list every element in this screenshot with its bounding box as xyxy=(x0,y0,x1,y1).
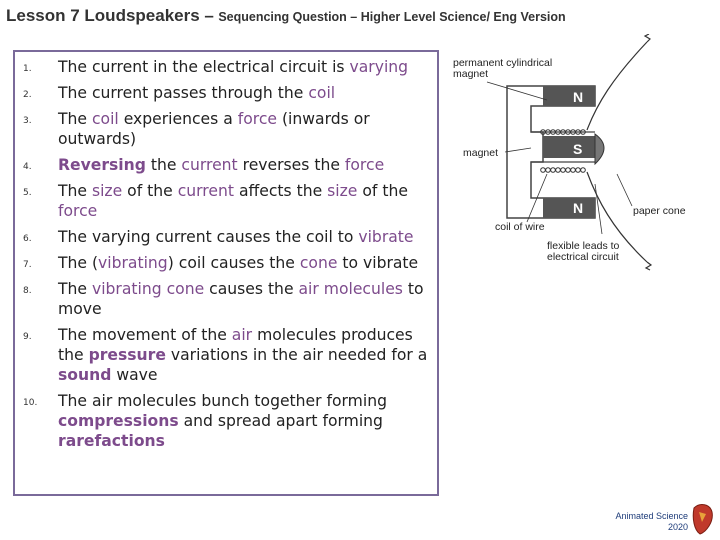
sequence-list: 1. The current in the electrical circuit … xyxy=(15,57,428,457)
sequence-text: The xyxy=(58,182,92,200)
title-main: Lesson 7 Loudspeakers – xyxy=(6,6,214,25)
coil-of-wire xyxy=(540,129,586,173)
label-permanent-magnet: permanent cylindrical magnet xyxy=(453,57,553,80)
pole-label-mid: S xyxy=(573,141,583,157)
keyword: coil xyxy=(308,84,336,102)
page-title: Lesson 7 Loudspeakers – Sequencing Quest… xyxy=(6,6,706,26)
title-subtitle: Sequencing Question – Higher Level Scien… xyxy=(218,10,566,24)
keyword: cone xyxy=(299,254,338,272)
keyword: Reversing xyxy=(58,156,146,174)
sequence-text: The current in the electrical circuit is xyxy=(58,58,350,76)
keyword: current xyxy=(181,156,238,174)
loudspeaker-diagram: N S N permanent cylindrical magnet magne… xyxy=(447,34,717,274)
keyword: force xyxy=(237,110,278,128)
sequence-text: molecules produces the xyxy=(58,326,413,364)
keyword: current xyxy=(177,182,234,200)
label-paper-cone: paper cone xyxy=(633,205,686,217)
sequence-text: to move xyxy=(58,280,424,318)
pole-bot-block xyxy=(543,198,595,218)
credit-year: 2020 xyxy=(667,522,688,532)
sequence-number: 6. xyxy=(23,234,32,244)
sequence-text: The ( xyxy=(58,254,99,272)
keyword: rarefactions xyxy=(58,432,165,450)
keyword: size xyxy=(91,182,123,200)
sequence-number: 5. xyxy=(23,188,32,198)
keyword: varying xyxy=(349,58,409,76)
sequence-text: The varying current causes the coil to xyxy=(58,228,359,246)
sequence-item: 6. The varying current causes the coil to… xyxy=(15,227,428,247)
keyword: vibrating xyxy=(98,254,168,272)
sequence-number: 10. xyxy=(23,398,38,408)
keyword: force xyxy=(344,156,385,174)
pole-top-block xyxy=(543,86,595,106)
sequence-text: experiences a xyxy=(118,110,238,128)
sequence-number: 3. xyxy=(23,116,32,126)
sequence-text: The xyxy=(58,110,92,128)
label-coil-of-wire: coil of wire xyxy=(495,221,545,233)
keyword: sound xyxy=(58,366,112,384)
sequence-text: to vibrate xyxy=(337,254,419,272)
keyword: air xyxy=(231,326,253,344)
keyword: compressions xyxy=(58,412,179,430)
label-flexible-leads: flexible leads to electrical circuit xyxy=(547,240,620,263)
loudspeaker-drawing xyxy=(486,34,653,271)
sequence-text: affects the xyxy=(233,182,328,200)
keyword: coil xyxy=(91,110,119,128)
sequence-number: 7. xyxy=(23,260,32,270)
sequence-number: 1. xyxy=(23,64,32,74)
sequence-text: (inwards or outwards) xyxy=(58,110,370,148)
sequence-number: 4. xyxy=(23,162,32,172)
sequence-item: 8. The vibrating cone causes the air mole… xyxy=(15,279,428,319)
logo-icon xyxy=(692,504,713,535)
sequence-text: The air molecules bunch together forming xyxy=(58,392,387,410)
sequence-number: 2. xyxy=(23,90,32,100)
sequence-text: the xyxy=(145,156,182,174)
sequence-text: causes the xyxy=(204,280,299,298)
sequence-text: of the xyxy=(357,182,408,200)
sequence-number: 8. xyxy=(23,286,32,296)
sequence-text: The movement of the xyxy=(58,326,232,344)
label-magnet: magnet xyxy=(463,147,499,159)
keyword: air molecules xyxy=(298,280,403,298)
sequence-text: and spread apart forming xyxy=(178,412,383,430)
pole-label-bot: N xyxy=(573,200,584,216)
pole-mid-block xyxy=(543,136,595,158)
sequence-text: of the xyxy=(122,182,178,200)
sequence-text: The current passes through the xyxy=(58,84,309,102)
keyword: pressure xyxy=(88,346,166,364)
sequence-item: 1. The current in the electrical circuit … xyxy=(15,57,428,77)
keyword: vibrate xyxy=(358,228,414,246)
sequence-item: 2. The current passes through the coil xyxy=(15,83,428,103)
sequence-text: reverses the xyxy=(237,156,345,174)
sequence-item: 10. The air molecules bunch together form… xyxy=(15,391,428,451)
credit-name: Animated Science xyxy=(615,511,688,521)
sequence-text: The xyxy=(58,280,92,298)
paper-cone-bottom xyxy=(586,171,648,263)
keyword: vibrating cone xyxy=(91,280,205,298)
sequence-item: 3. The coil experiences a force (inwards … xyxy=(15,109,428,149)
paper-cone-top xyxy=(586,41,648,131)
sequence-item: 9. The movement of the air molecules prod… xyxy=(15,325,428,385)
sequence-number: 9. xyxy=(23,332,32,342)
sequence-text: ) coil causes the xyxy=(167,254,300,272)
dust-cap xyxy=(594,133,605,166)
sequence-box: 1. The current in the electrical circuit … xyxy=(13,50,439,496)
sequence-text: wave xyxy=(111,366,158,384)
credit: Animated Science 2020 xyxy=(600,511,688,533)
sequence-item: 4. Reversing the current reverses the for… xyxy=(15,155,428,175)
sequence-item: 7. The (vibrating) coil causes the cone t… xyxy=(15,253,428,273)
keyword: force xyxy=(58,202,98,220)
keyword: size xyxy=(327,182,358,200)
sequence-text: variations in the air needed for a xyxy=(165,346,428,364)
sequence-item: 5. The size of the current affects the si… xyxy=(15,181,428,221)
pole-label-top: N xyxy=(573,89,584,105)
